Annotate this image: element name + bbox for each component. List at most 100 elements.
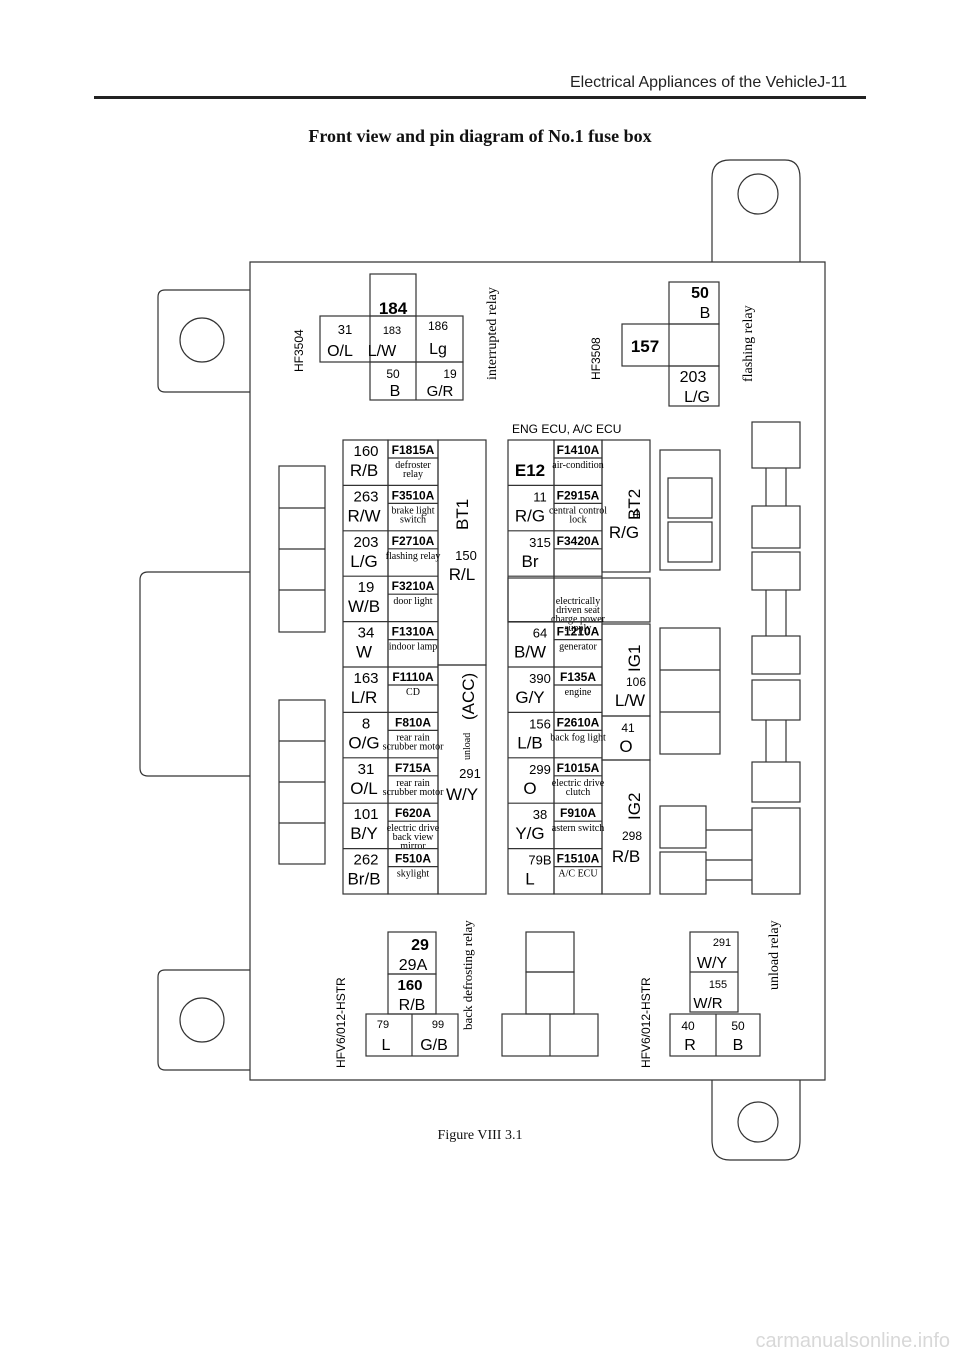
acc-sub: unload <box>462 733 473 760</box>
fuse-id: F1410A <box>557 443 600 457</box>
fuse-id: F1310A <box>392 625 435 639</box>
fuse-description: charge power <box>551 614 606 625</box>
pin-number: 40 <box>681 1019 695 1033</box>
pin-number: 101 <box>353 806 378 823</box>
pin-number: 79B <box>528 853 551 868</box>
ig1-number: 106 <box>626 675 646 689</box>
pin-wire-color: L/B <box>517 733 543 752</box>
pin-number: 203 <box>680 369 707 386</box>
fuse-description: brake light <box>391 505 434 516</box>
mount-hole-right-bottom <box>737 1101 779 1143</box>
relay-name: flashing relay <box>741 305 756 382</box>
fuse-description: defroster <box>395 460 431 471</box>
fuse-description: CD <box>406 687 420 698</box>
fuse-description: scrubber motor <box>383 741 444 752</box>
fuse-id: F1210A <box>557 625 600 639</box>
pin-number: 34 <box>358 625 375 642</box>
fuse-description: lock <box>569 514 586 525</box>
fuse-description: back fog light <box>550 732 606 743</box>
relay-code-label: HF3504 <box>292 329 306 372</box>
fuse-id: F620A <box>395 806 431 820</box>
pin-wire-color: O/G <box>348 733 379 752</box>
acc-name: (ACC) <box>459 673 478 720</box>
ig1-name: IG1 <box>625 645 644 672</box>
fuse-description: electric drive <box>552 778 605 789</box>
fuse-id: F910A <box>560 806 596 820</box>
mount-hole-right-top <box>737 173 779 215</box>
pin-wire-color: W/B <box>348 597 380 616</box>
ig2-name: IG2 <box>625 793 644 820</box>
relay-hf3508: HF3508 50 B 157 203 L/G flashing relay <box>589 285 756 406</box>
relay-code-label: HF3508 <box>589 337 603 380</box>
pin-number: 263 <box>353 488 378 505</box>
pin-wire-color: R/G <box>515 506 545 525</box>
pin-number: 160 <box>353 443 378 460</box>
fuse-description: door light <box>393 596 432 607</box>
ig2-number: 298 <box>622 829 642 843</box>
figure-caption: Figure VIII 3.1 <box>437 1128 523 1143</box>
acc-number: 291 <box>459 766 481 781</box>
pin-number: 390 <box>529 671 551 686</box>
pin-wire-color: W <box>356 643 372 662</box>
right-top-tab <box>711 159 801 262</box>
pin-wire-color: L/G <box>350 552 377 571</box>
pin-number: 79 <box>377 1019 389 1031</box>
ig2-wire-color: R/B <box>612 847 640 866</box>
fuse-description: astern switch <box>552 823 605 834</box>
pin-wire-color: O/L <box>350 779 377 798</box>
fuse-id: F1110A <box>392 670 434 684</box>
pin-number: 183 <box>383 325 401 337</box>
fuse-description: rear rain <box>396 778 430 789</box>
fuse-description: driven seat <box>556 605 600 616</box>
fuse-id: F1510A <box>557 852 600 866</box>
relay-code-label: HFV6/012-HSTR <box>334 977 348 1068</box>
bt2-number: 4 <box>633 506 640 520</box>
pin-wire-color: R/B <box>399 997 426 1014</box>
fuse-description: scrubber motor <box>383 787 444 798</box>
fuse-description: central control <box>549 505 607 516</box>
ecu-label: ENG ECU, A/C ECU <box>512 422 621 436</box>
pin-number: 157 <box>631 337 659 356</box>
bt2-wire-color: R/G <box>609 523 639 542</box>
pin-wire-color: B <box>700 305 711 322</box>
bt1-name: BT1 <box>453 499 472 530</box>
pin-number: 184 <box>379 299 408 318</box>
pin-wire-color: G/B <box>420 1037 448 1054</box>
acc-wire-color: W/Y <box>446 785 478 804</box>
pin-wire-color: Lg <box>429 341 447 358</box>
fuse-description: supply <box>565 623 592 634</box>
left-bottom-tab <box>157 969 250 1071</box>
pin-wire-color: B/W <box>514 643 546 662</box>
pin-wire-color: L/R <box>351 688 377 707</box>
pin-number: 203 <box>353 534 378 551</box>
fuse-description: flashing relay <box>386 551 441 562</box>
fuse-description: switch <box>400 514 426 525</box>
fuse-description: indoor lamp <box>389 642 438 653</box>
fuse-id: F2915A <box>557 488 600 502</box>
pin-number: 155 <box>709 979 727 991</box>
pin-wire-color: L/W <box>368 343 397 360</box>
fuse-description: generator <box>559 642 597 653</box>
fuse-id: F510A <box>395 852 431 866</box>
bt1-number: 150 <box>455 548 477 563</box>
fuse-id: F1815A <box>392 443 435 457</box>
pin-number: 50 <box>386 367 400 381</box>
fuse-description: relay <box>403 469 423 480</box>
fuse-description: back view <box>393 832 435 843</box>
relay-hf3504: HF3504 184 31 O/L 183 L/W 186 Lg 50 B 19… <box>292 287 500 400</box>
pin-wire-color: E12 <box>515 461 545 480</box>
left-fuse-rows: 160R/BF1815Adefrosterrelay263R/WF3510Abr… <box>343 443 444 889</box>
fuse-box-outline <box>139 159 826 1161</box>
pin-wire-color: O <box>523 779 536 798</box>
fuse-description: rear rain <box>396 732 430 743</box>
pin-wire-color: 29A <box>399 957 428 974</box>
pin-wire-color: B <box>390 383 401 400</box>
fuse-description: electrically <box>556 596 600 607</box>
fuse-id: F3510A <box>392 488 435 502</box>
o41-wire-color: O <box>619 737 632 756</box>
pin-number: 156 <box>529 716 551 731</box>
bt2-block <box>601 439 651 573</box>
pin-number: 160 <box>397 977 422 994</box>
fuse-description: clutch <box>566 787 590 798</box>
